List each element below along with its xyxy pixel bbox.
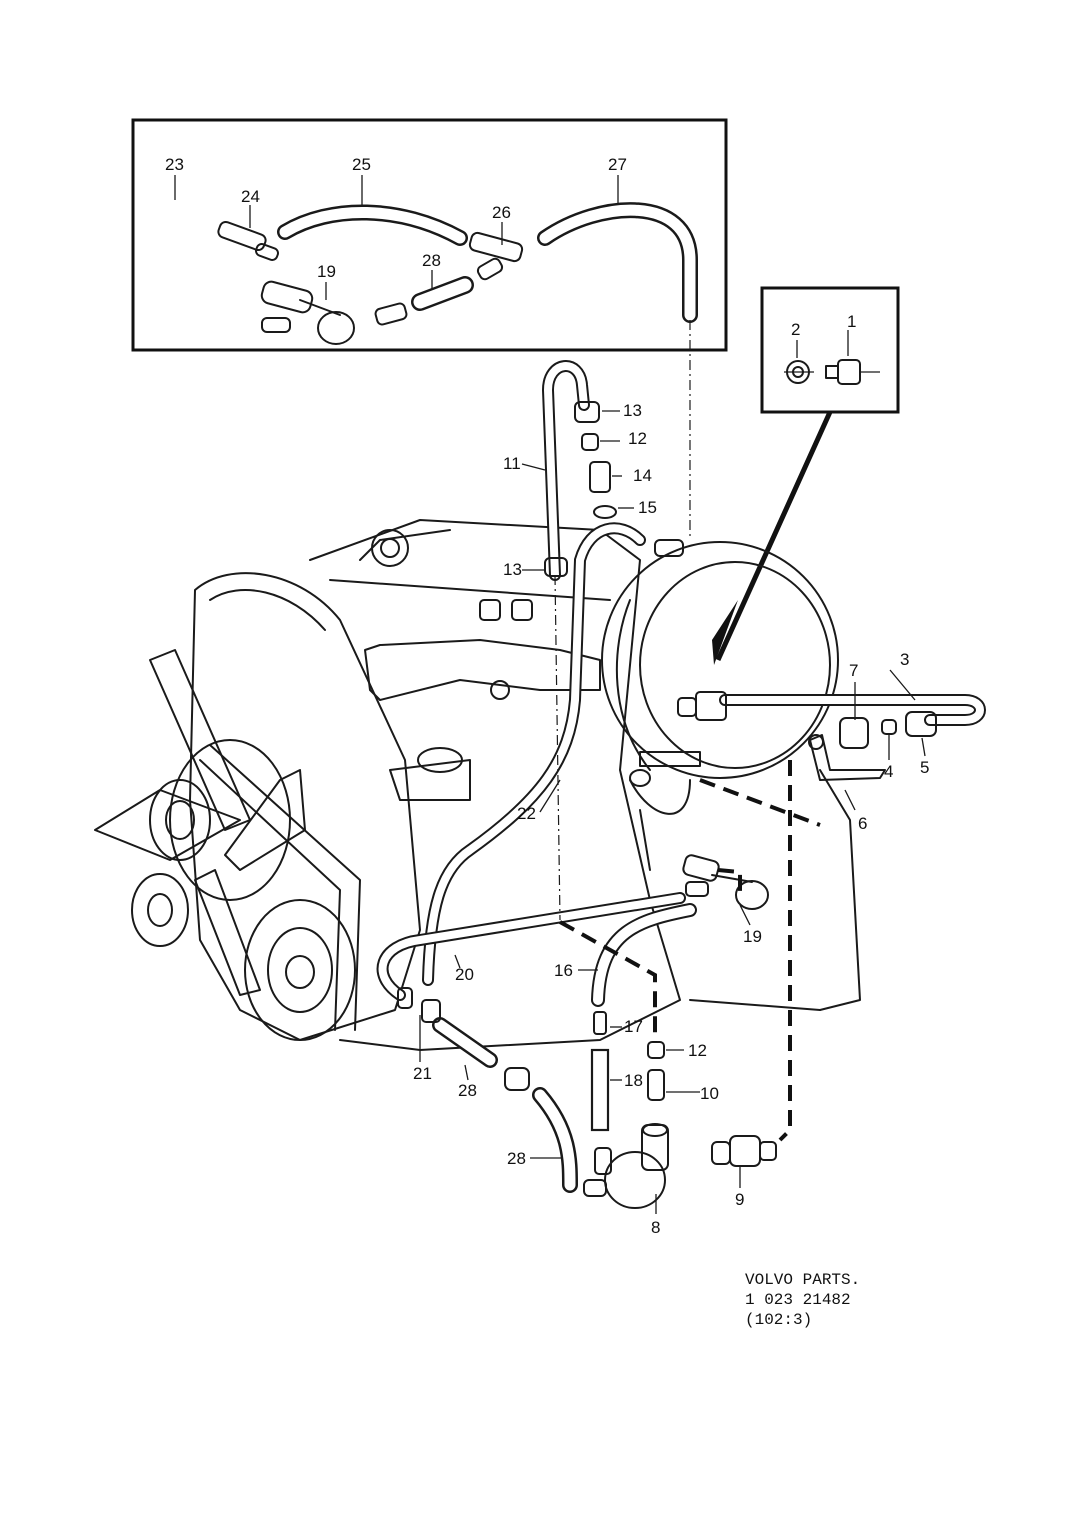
callout-16: 16 (554, 961, 573, 980)
callout-12-bottom: 12 (688, 1041, 707, 1060)
callout-17: 17 (624, 1017, 643, 1036)
callout-13-top: 13 (623, 401, 642, 420)
callout-14: 14 (633, 466, 652, 485)
nut-13 (574, 401, 600, 423)
callout-20: 20 (455, 965, 474, 984)
callout-15: 15 (638, 498, 657, 517)
callout-8: 8 (651, 1218, 660, 1237)
footer-part-number: 1 023 21482 (745, 1291, 851, 1309)
check-valve-8 (583, 1123, 669, 1209)
callout-10: 10 (700, 1084, 719, 1103)
callout-1: 1 (847, 312, 856, 331)
callout-28-low: 28 (507, 1149, 526, 1168)
fitting-10 (647, 1069, 665, 1101)
callout-9: 9 (735, 1190, 744, 1209)
inset-detail-hoses (131, 118, 728, 352)
callout-21: 21 (413, 1064, 432, 1083)
valve-19-inset (260, 280, 355, 345)
inset-frame (131, 118, 728, 352)
callout-25: 25 (352, 155, 371, 174)
callout-26: 26 (492, 203, 511, 222)
callout-18: 18 (624, 1071, 643, 1090)
callout-22: 22 (517, 804, 536, 823)
washer-15 (593, 505, 617, 519)
callout-27: 27 (608, 155, 627, 174)
valve-19 (682, 854, 769, 910)
connector-26 (468, 231, 524, 281)
callout-3: 3 (900, 650, 909, 669)
callout-labels: 1 2 3 4 5 6 7 8 9 10 11 12 12 13 13 14 1… (165, 155, 929, 1237)
callout-13-bottom: 13 (503, 560, 522, 579)
footer-brand: VOLVO PARTS. (745, 1271, 860, 1289)
callout-28-inset: 28 (422, 251, 441, 270)
callout-19: 19 (743, 927, 762, 946)
callout-6: 6 (858, 814, 867, 833)
footer-page-ref: (102:3) (745, 1311, 812, 1329)
hose-18 (590, 1048, 610, 1132)
callout-28-mid: 28 (458, 1081, 477, 1100)
nut-13-lower (544, 557, 568, 577)
callout-19-inset: 19 (317, 262, 336, 281)
connector-24 (217, 220, 279, 261)
callout-5: 5 (920, 758, 929, 777)
fitting-12 (647, 1041, 665, 1059)
callout-23: 23 (165, 155, 184, 174)
callout-12-top: 12 (628, 429, 647, 448)
brake-booster (601, 539, 839, 787)
sensor-9 (711, 1135, 777, 1167)
inset-frame-small (760, 286, 900, 414)
callout-2: 2 (791, 320, 800, 339)
leader-lines (419, 410, 926, 1214)
callout-11: 11 (503, 454, 521, 473)
fitting-12-top (581, 433, 599, 451)
callout-4: 4 (884, 762, 893, 781)
inset-detail-sensor (760, 286, 900, 414)
engine-illustration (94, 519, 861, 1051)
callout-7: 7 (849, 661, 858, 680)
vacuum-pipe-3 (677, 691, 986, 781)
fitting-14 (589, 461, 611, 493)
callout-24: 24 (241, 187, 260, 206)
parts-reference: VOLVO PARTS. 1 023 21482 (102:3) (745, 1271, 860, 1329)
